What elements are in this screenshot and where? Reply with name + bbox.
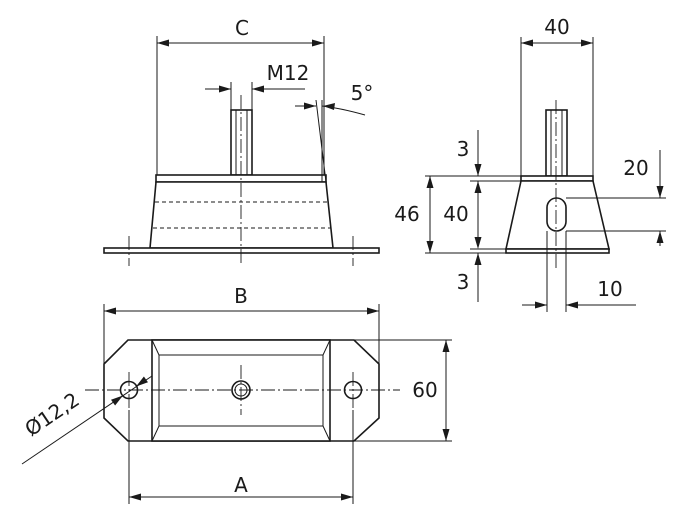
label-a: A bbox=[234, 473, 248, 497]
label-3-top: 3 bbox=[457, 137, 470, 161]
label-40-top: 40 bbox=[544, 15, 569, 39]
dim-40-top: 40 bbox=[520, 15, 594, 176]
dim-20: 20 bbox=[566, 150, 666, 246]
front-base-plate bbox=[103, 247, 380, 254]
label-46: 46 bbox=[394, 202, 419, 226]
front-rubber-body bbox=[149, 181, 334, 249]
label-3-bottom: 3 bbox=[457, 270, 470, 294]
front-view bbox=[103, 95, 380, 266]
dim-a: A bbox=[128, 410, 354, 504]
label-20: 20 bbox=[623, 156, 648, 180]
dim-side-heights: 3 40 3 46 bbox=[394, 130, 521, 302]
dim-b: B bbox=[103, 284, 380, 364]
front-stud bbox=[230, 109, 253, 176]
dim-60: 60 bbox=[354, 339, 452, 442]
dim-angle: 5° bbox=[295, 81, 374, 183]
dim-m12: M12 bbox=[205, 61, 309, 110]
label-angle: 5° bbox=[351, 81, 374, 105]
top-view bbox=[85, 339, 400, 442]
label-40-side: 40 bbox=[443, 202, 468, 226]
side-base-plate bbox=[505, 248, 610, 254]
label-hole-diameter: Ø12,2 bbox=[20, 387, 83, 441]
label-60: 60 bbox=[412, 378, 437, 402]
label-b: B bbox=[234, 284, 248, 308]
dim-10: 10 bbox=[522, 231, 636, 312]
label-10: 10 bbox=[597, 277, 622, 301]
label-m12: M12 bbox=[267, 61, 310, 85]
dim-c: C bbox=[156, 16, 325, 175]
label-c: C bbox=[235, 16, 249, 40]
side-slot bbox=[546, 197, 567, 232]
side-stud bbox=[545, 109, 568, 177]
